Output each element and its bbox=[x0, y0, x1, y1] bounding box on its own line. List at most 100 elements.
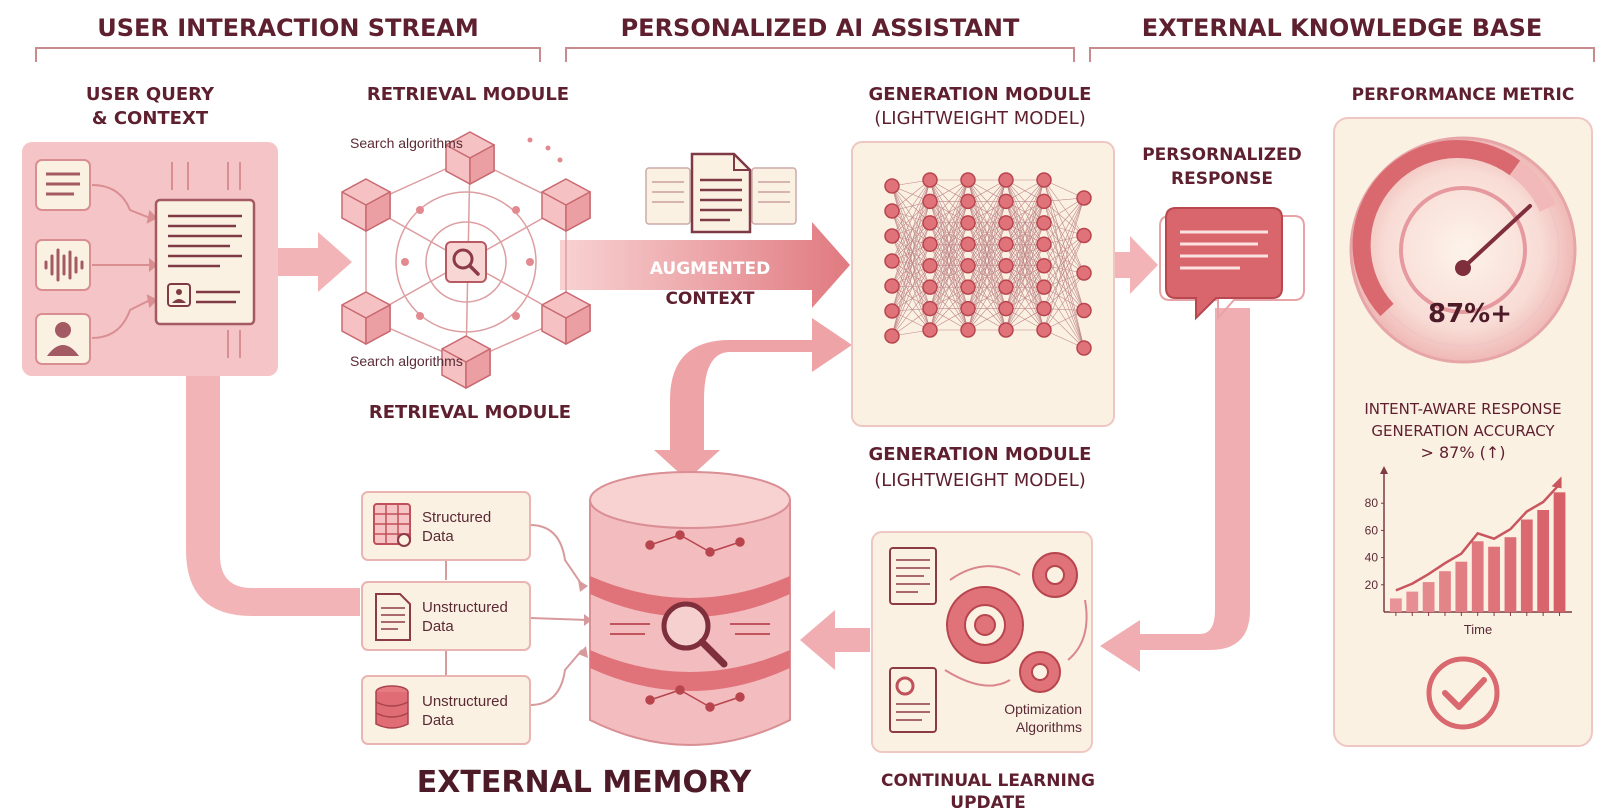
performance-caption-line1: INTENT-AWARE RESPONSE bbox=[1364, 400, 1561, 418]
performance-title: PERFORMANCE METRIC bbox=[1352, 85, 1575, 105]
chart-bar-7 bbox=[1504, 537, 1517, 612]
text-input-icon bbox=[35, 159, 91, 211]
nn-node-2-1 bbox=[960, 193, 976, 210]
nn-node-3-2 bbox=[998, 215, 1014, 231]
chart-bar-2 bbox=[1422, 582, 1435, 612]
user-query-inputs bbox=[35, 159, 256, 365]
nn-node-3-4 bbox=[998, 257, 1014, 274]
nn-node-1-1 bbox=[922, 193, 938, 210]
bracket-knowledge-base bbox=[1089, 47, 1595, 62]
augmented-label-line1: AUGMENTED bbox=[650, 259, 770, 279]
learning-title-line2: UPDATE bbox=[950, 793, 1025, 810]
chart-y-tick-label-2: 60 bbox=[1365, 523, 1379, 537]
chart-bar-5 bbox=[1471, 541, 1484, 612]
section-brackets bbox=[35, 47, 1595, 62]
nn-node-3-6 bbox=[998, 300, 1014, 317]
section-title-knowledge-base: EXTERNAL KNOWLEDGE BASE bbox=[1142, 14, 1543, 42]
chart-y-tick-label-1: 40 bbox=[1365, 551, 1379, 565]
retrieval-cubes bbox=[341, 131, 591, 390]
checkmark-icon bbox=[1426, 656, 1500, 730]
chart-x-label: Time bbox=[1464, 622, 1492, 637]
arrow-memory-generation bbox=[654, 318, 852, 480]
retrieval-title-top: RETRIEVAL MODULE bbox=[367, 84, 569, 105]
source-label-1-line1: Structured bbox=[422, 509, 491, 526]
nn-node-4-0 bbox=[1036, 172, 1052, 188]
labels: USER INTERACTION STREAM PERSONALIZED AI … bbox=[86, 14, 1574, 810]
optimization-label-line1: Optimization bbox=[1004, 701, 1082, 717]
nn-node-4-3 bbox=[1036, 236, 1052, 253]
settings-document-icon bbox=[889, 667, 937, 733]
user-query-label-line2: & CONTEXT bbox=[92, 108, 209, 129]
chart-bar-9 bbox=[1537, 510, 1550, 612]
audio-input-icon bbox=[35, 239, 91, 291]
arrow-response-to-learning bbox=[1100, 308, 1250, 672]
nn-node-0-3 bbox=[884, 253, 900, 269]
response-bubble-icon bbox=[1159, 207, 1305, 321]
chart-bar-0 bbox=[1390, 598, 1402, 612]
nn-node-0-6 bbox=[884, 328, 900, 344]
database-icon bbox=[375, 685, 409, 729]
arrow-query-to-retrieval bbox=[270, 232, 352, 292]
nn-node-5-3 bbox=[1076, 302, 1092, 319]
neural-network bbox=[884, 172, 1092, 356]
performance-caption-line2: GENERATION ACCURACY bbox=[1371, 422, 1555, 440]
nn-node-2-4 bbox=[960, 257, 976, 274]
document-icon bbox=[375, 593, 411, 641]
nn-node-1-4 bbox=[922, 257, 938, 274]
arrow-generation-to-response bbox=[1115, 236, 1158, 294]
chart-trend-line bbox=[1395, 483, 1561, 592]
nn-node-0-2 bbox=[884, 228, 900, 244]
generation-title-top: GENERATION MODULE bbox=[869, 84, 1092, 105]
arrow-query-to-memory bbox=[186, 375, 360, 616]
nn-node-3-1 bbox=[998, 193, 1014, 210]
arrow-learning-to-memory bbox=[800, 610, 870, 670]
retrieval-title-bottom: RETRIEVAL MODULE bbox=[369, 402, 571, 423]
nn-node-1-5 bbox=[922, 279, 938, 295]
nn-node-3-5 bbox=[998, 279, 1014, 295]
retrieval-network bbox=[341, 131, 591, 390]
source-label-2-line2: Data bbox=[422, 618, 454, 635]
response-label-line2: RESPONSE bbox=[1171, 169, 1273, 189]
documents-icon bbox=[645, 152, 797, 234]
bracket-user-stream bbox=[35, 47, 541, 62]
nn-node-3-7 bbox=[998, 322, 1014, 338]
nn-node-0-5 bbox=[884, 303, 900, 319]
gauge-needle bbox=[1461, 204, 1532, 270]
bracket-assistant bbox=[565, 47, 1075, 62]
nn-node-2-3 bbox=[960, 236, 976, 253]
nn-node-5-2 bbox=[1076, 265, 1092, 281]
chart-y-tick-label-0: 20 bbox=[1365, 578, 1379, 592]
chart-bar-4 bbox=[1455, 561, 1468, 612]
gauge-value: 87%+ bbox=[1428, 299, 1512, 329]
search-label-top: Search algorithms bbox=[350, 135, 463, 151]
user-profile-icon bbox=[35, 313, 91, 365]
nn-node-2-0 bbox=[960, 172, 976, 188]
search-label-bottom: Search algorithms bbox=[350, 353, 463, 369]
section-title-user-stream: USER INTERACTION STREAM bbox=[97, 14, 479, 42]
chart-bar-6 bbox=[1488, 546, 1500, 612]
nn-node-4-5 bbox=[1036, 279, 1052, 295]
chart-y-tick-label-3: 80 bbox=[1365, 496, 1379, 510]
learning-title-line1: CONTINUAL LEARNING bbox=[881, 771, 1095, 791]
user-query-label-line1: USER QUERY bbox=[86, 84, 215, 105]
nn-node-1-6 bbox=[922, 300, 938, 317]
query-document-icon bbox=[154, 198, 256, 326]
response-label-line1: PERSORNALIZED bbox=[1142, 145, 1302, 165]
nn-node-4-6 bbox=[1036, 300, 1052, 317]
performance-caption-line3: > 87% (↑) bbox=[1420, 443, 1505, 462]
source-label-1-line2: Data bbox=[422, 528, 454, 545]
nn-node-1-0 bbox=[922, 172, 938, 188]
augmented-label-line2: CONTEXT bbox=[665, 289, 754, 309]
arrow-augmented-context bbox=[560, 222, 850, 308]
table-icon bbox=[373, 503, 411, 547]
nn-node-1-2 bbox=[922, 215, 938, 231]
source-label-3-line1: Unstructured bbox=[422, 693, 508, 710]
magnifier-icon bbox=[661, 601, 728, 668]
nn-node-1-7 bbox=[922, 322, 938, 338]
chart-bar-10 bbox=[1553, 492, 1566, 612]
nn-node-5-0 bbox=[1076, 190, 1092, 206]
flow-arrows bbox=[186, 222, 1250, 672]
section-title-assistant: PERSONALIZED AI ASSISTANT bbox=[621, 14, 1020, 42]
chart-bar-1 bbox=[1406, 591, 1419, 612]
